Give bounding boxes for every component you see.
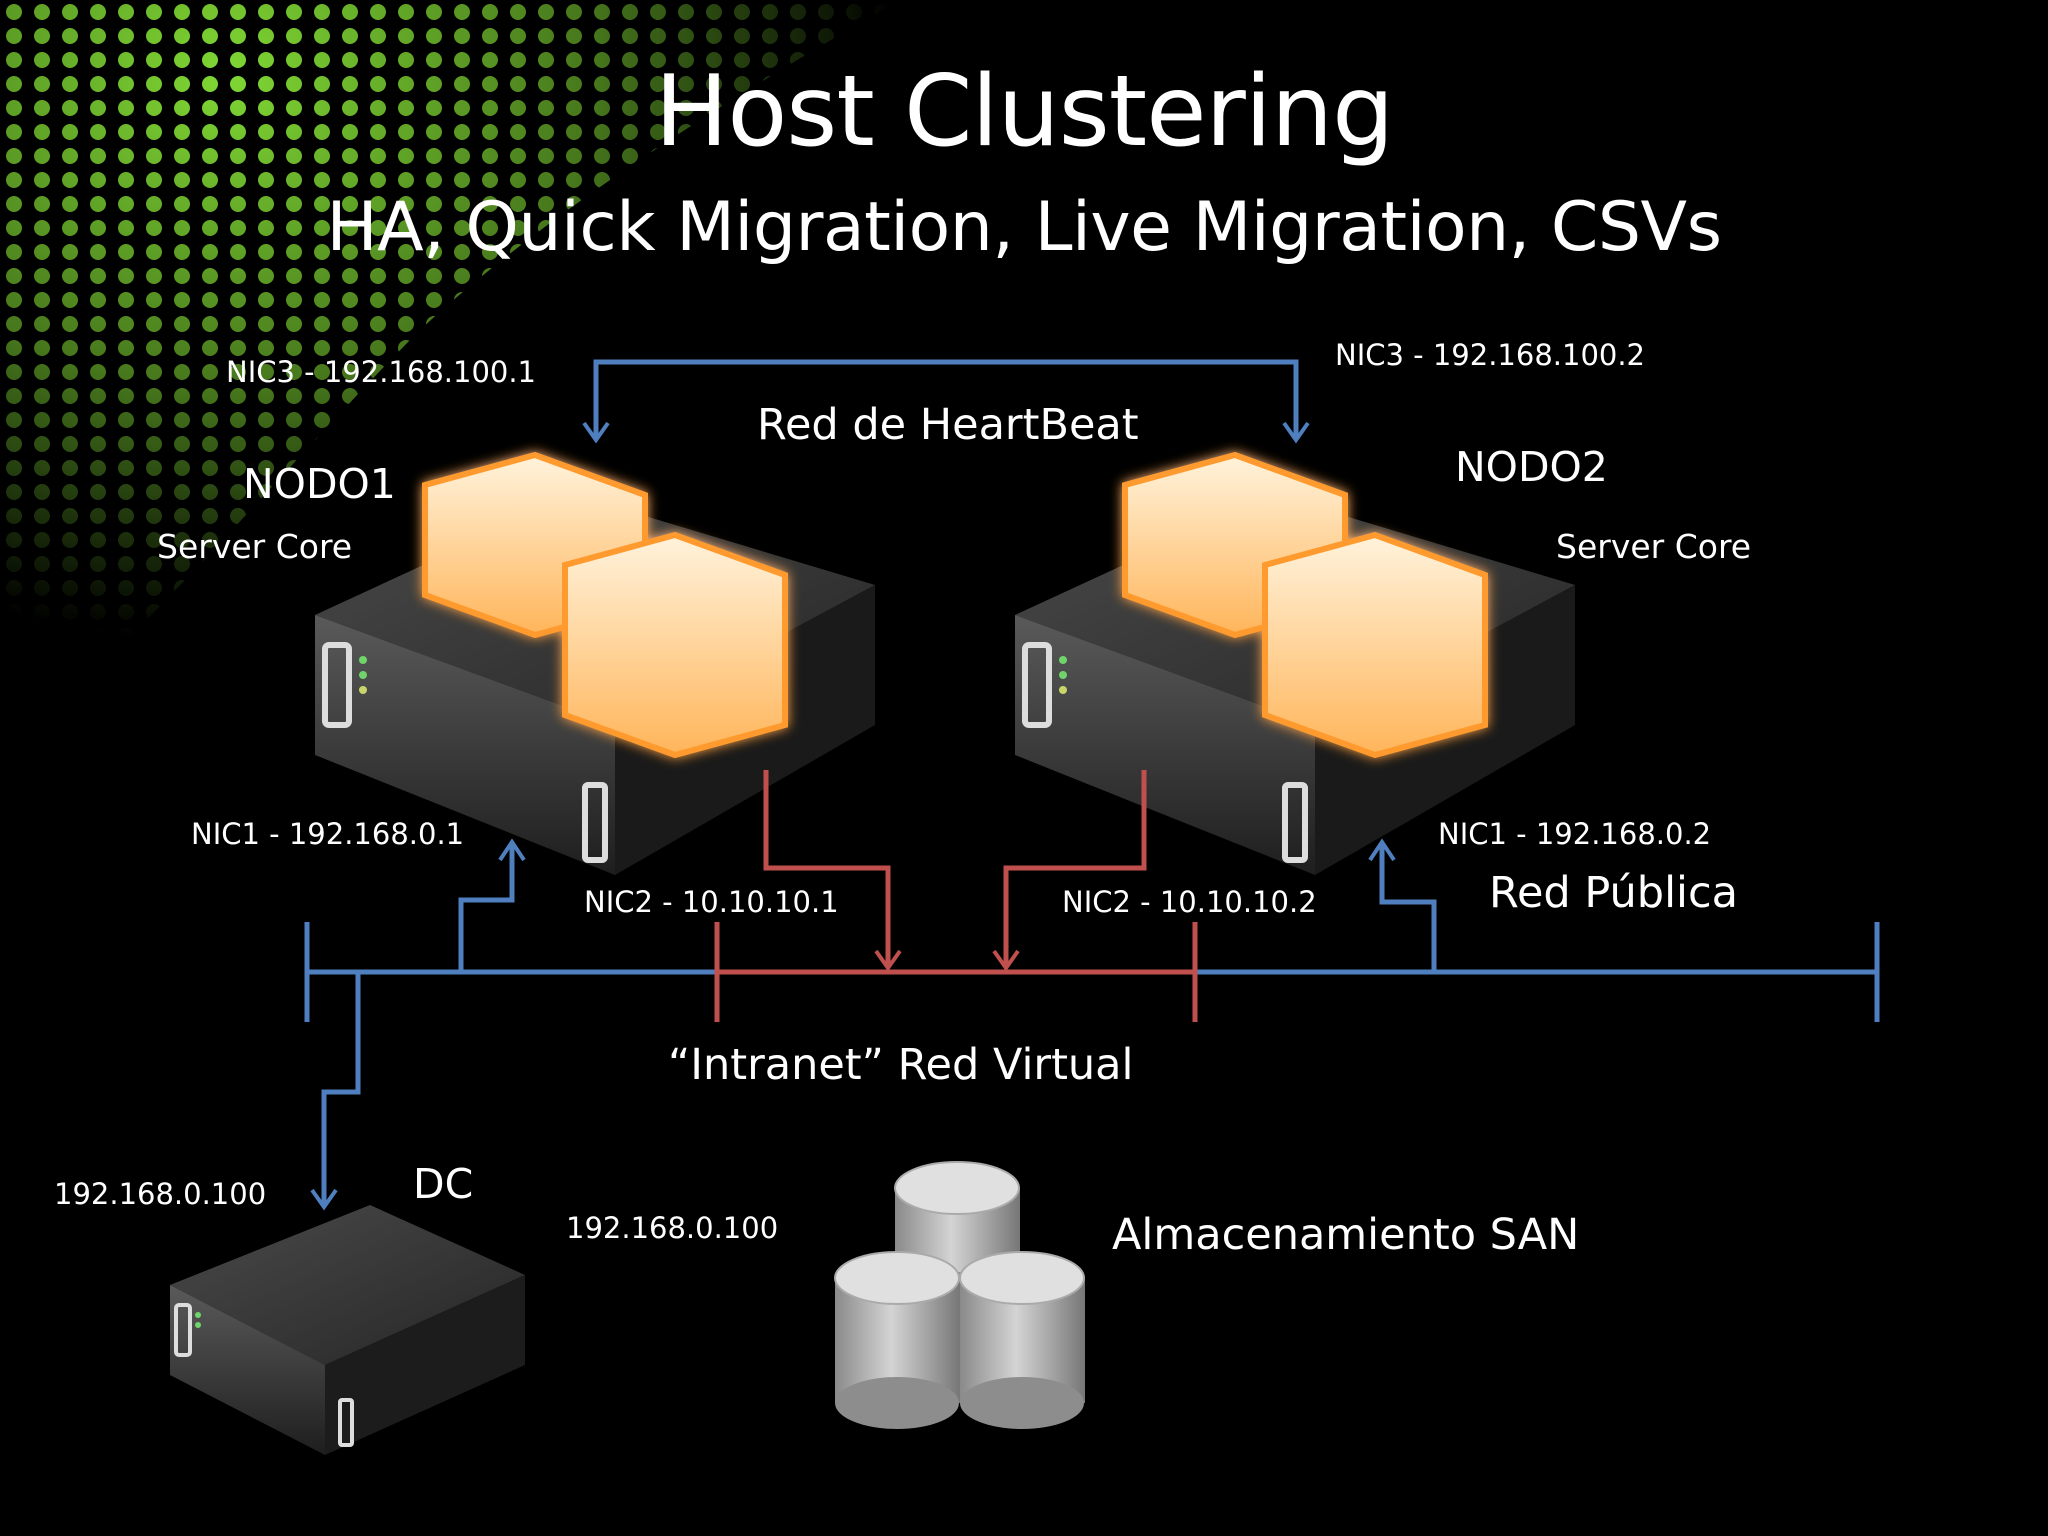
node1-role: Server Core	[157, 527, 353, 566]
heartbeat-network-label: Red de HeartBeat	[757, 400, 1139, 450]
node2-role: Server Core	[1556, 527, 1752, 566]
node1-name: NODO1	[243, 460, 396, 508]
san-storage-icon	[834, 1161, 1085, 1429]
node2-nic1-label: NIC1 - 192.168.0.2	[1438, 817, 1712, 851]
slide-title: Host Clustering	[654, 55, 1395, 169]
dc-name: DC	[413, 1160, 474, 1208]
node2-name: NODO2	[1455, 443, 1608, 491]
dc-ip-label: 192.168.0.100	[54, 1177, 267, 1211]
public-network-label: Red Pública	[1489, 868, 1738, 918]
node2-nic2-label: NIC2 - 10.10.10.2	[1062, 885, 1317, 919]
node1-nic1-label: NIC1 - 192.168.0.1	[191, 817, 465, 851]
node1-server-icon	[315, 451, 875, 875]
node2-server-icon	[1015, 451, 1575, 875]
slide-subtitle: HA, Quick Migration, Live Migration, CSV…	[326, 188, 1722, 267]
node2-nic3-label: NIC3 - 192.168.100.2	[1335, 338, 1646, 372]
san-name: Almacenamiento SAN	[1112, 1210, 1580, 1260]
public-network-bus	[304, 838, 1880, 1211]
intranet-network-bus	[714, 770, 1198, 1022]
intranet-network-label: “Intranet” Red Virtual	[668, 1040, 1134, 1090]
dc-server-icon	[170, 1205, 525, 1455]
node1-nic2-label: NIC2 - 10.10.10.1	[584, 885, 839, 919]
node1-nic3-label: NIC3 - 192.168.100.1	[226, 355, 537, 389]
heartbeat-link	[582, 359, 1310, 444]
san-ip-label: 192.168.0.100	[566, 1211, 779, 1245]
